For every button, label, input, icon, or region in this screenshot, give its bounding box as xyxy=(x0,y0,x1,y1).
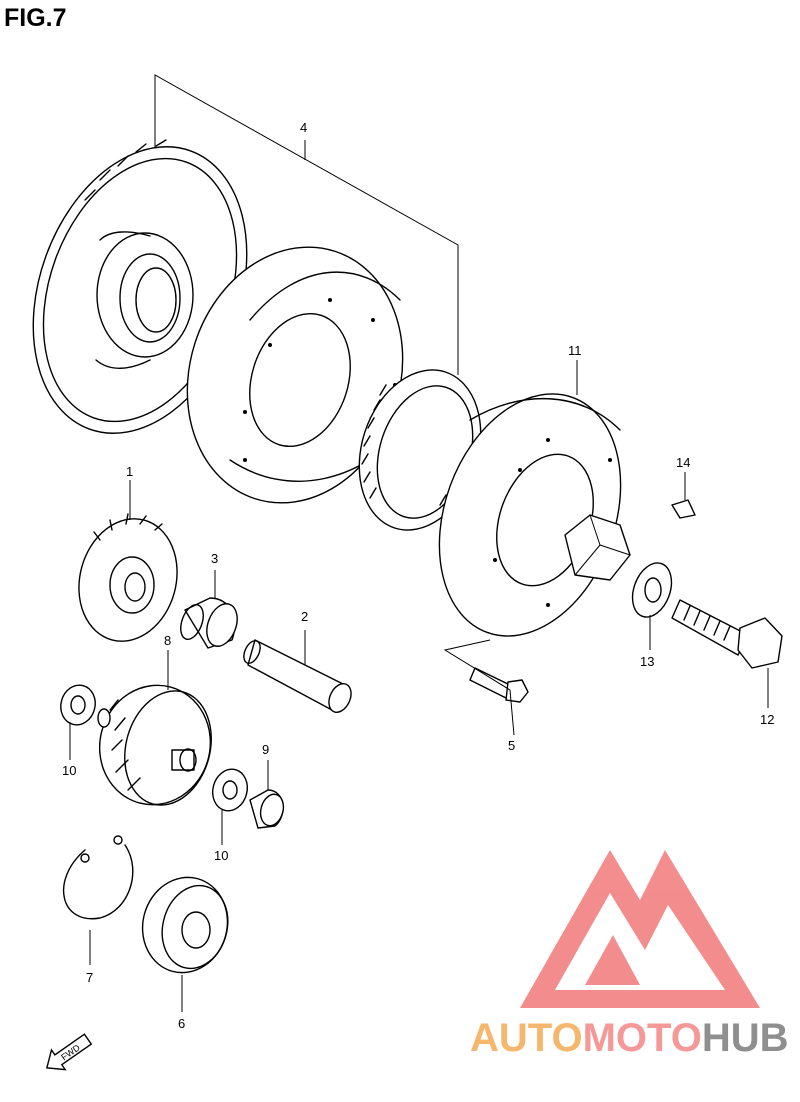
part-12-bolt xyxy=(671,599,783,669)
part-10-washer-right xyxy=(212,768,248,812)
callout-4: 4 xyxy=(300,120,307,135)
part-3-bushing xyxy=(180,597,238,649)
watermark-part-moto: MOTO xyxy=(582,1016,702,1060)
callout-10-right: 10 xyxy=(214,848,228,863)
callout-9: 9 xyxy=(262,742,269,757)
part-9-bush xyxy=(249,789,285,829)
watermark-part-hub: HUB xyxy=(701,1016,789,1060)
callout-3: 3 xyxy=(211,551,218,566)
part-11-flange xyxy=(438,393,631,637)
part-5-bolt xyxy=(469,667,529,703)
callout-13: 13 xyxy=(640,654,654,669)
callout-10-left: 10 xyxy=(62,763,76,778)
bracket-part-4 xyxy=(154,74,459,375)
part-6-bearing xyxy=(141,876,229,974)
part-8-idle-gear xyxy=(97,684,212,806)
part-2-shaft xyxy=(243,639,352,713)
part-1-gear xyxy=(78,513,178,642)
part-7-circlip xyxy=(62,835,134,920)
callout-11: 11 xyxy=(568,343,582,358)
watermark-text: AUTOMOTOHUB xyxy=(470,1016,789,1061)
callout-6: 6 xyxy=(178,1016,185,1031)
fwd-arrow-icon: FWD xyxy=(46,1033,93,1071)
part-13-washer xyxy=(631,562,673,618)
callout-2: 2 xyxy=(301,609,308,624)
callout-8: 8 xyxy=(164,633,171,648)
callout-5: 5 xyxy=(508,738,515,753)
watermark-logo-icon xyxy=(520,850,760,1008)
watermark-part-auto: AUTO xyxy=(470,1016,583,1060)
callout-14: 14 xyxy=(676,455,690,470)
part-14-key xyxy=(671,499,696,519)
leader-lines xyxy=(69,360,769,1012)
callout-12: 12 xyxy=(760,712,774,727)
figure-title: FIG.7 xyxy=(4,4,67,32)
part-10-washer-left xyxy=(60,684,96,726)
callout-7: 7 xyxy=(86,970,93,985)
callout-1: 1 xyxy=(126,464,133,479)
